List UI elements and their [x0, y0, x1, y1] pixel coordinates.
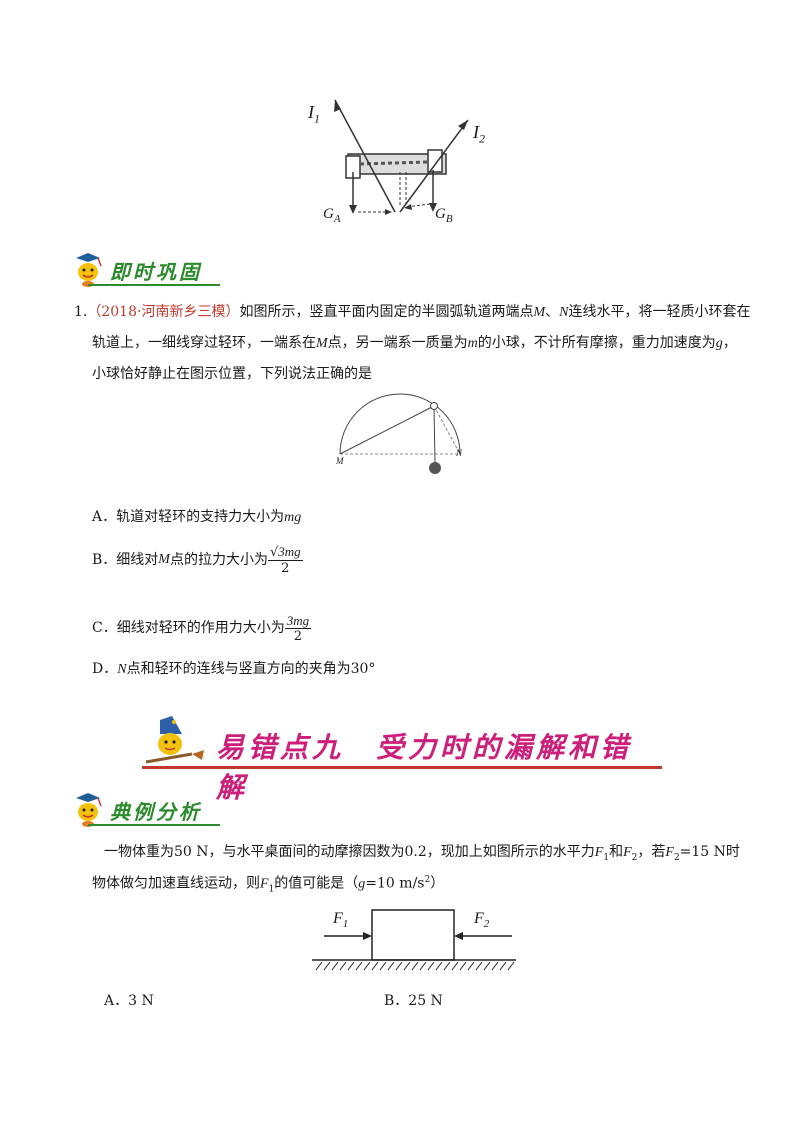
example-option-b[interactable]: B．25 N: [384, 993, 443, 1009]
label-ga: GA: [323, 206, 341, 225]
wizard-mascot-icon: [145, 716, 204, 764]
impulse-force-diagram: [334, 99, 469, 215]
block-forces-diagram: [312, 909, 516, 971]
label-m: M: [336, 456, 344, 466]
label-f2: F2: [474, 910, 490, 931]
section-header-mistake: 易错点九 受力时的漏解和错解: [142, 716, 662, 804]
option-a[interactable]: A．轨道对轻环的支持力大小为mg: [92, 509, 302, 525]
section-underline-example: [88, 824, 220, 826]
example-option-a[interactable]: A．3 N: [104, 993, 154, 1009]
section-header-practice: 即时巩固: [68, 252, 223, 288]
example-line-1: 一物体重为50 N，与水平桌面间的动摩擦因数为0.2，现加上如图所示的水平力F1…: [104, 844, 740, 863]
question-number: 1.: [74, 304, 88, 320]
label-f1: F1: [333, 910, 349, 931]
example-line-2: 物体做匀加速直线运动，则F1的值可能是（g=10 m/s2）: [92, 875, 445, 895]
label-n: N: [456, 448, 463, 458]
option-d[interactable]: D．N点和轻环的连线与竖直方向的夹角为30°: [92, 661, 376, 677]
question-source: （2018·河南新乡三模）: [87, 304, 240, 320]
semicircle-track-diagram: [339, 393, 461, 474]
question-1-line-2: 轨道上，一细线穿过轻环，一端系在M点，另一端系一质量为m的小球，不计所有摩擦，重…: [92, 335, 737, 351]
section-title-mistake: 易错点九 受力时的漏解和错解: [216, 731, 633, 804]
section-title-example: 典例分析: [110, 800, 202, 824]
label-gb: GB: [435, 206, 453, 225]
label-i1: I1: [308, 102, 320, 126]
mascot-icon: [76, 793, 102, 827]
section-underline-mistake: [142, 766, 662, 769]
section-underline-practice: [88, 284, 220, 286]
section-header-example: 典例分析: [68, 792, 223, 828]
section-title-practice: 即时巩固: [110, 260, 202, 284]
question-1-line-1: 1.（2018·河南新乡三模）如图所示，竖直平面内固定的半圆弧轨道两端点M、N连…: [74, 304, 751, 320]
label-i2: I2: [473, 122, 485, 146]
mascot-icon: [76, 253, 102, 287]
question-1-line-3: 小球恰好静止在图示位置，下列说法正确的是: [92, 366, 372, 382]
